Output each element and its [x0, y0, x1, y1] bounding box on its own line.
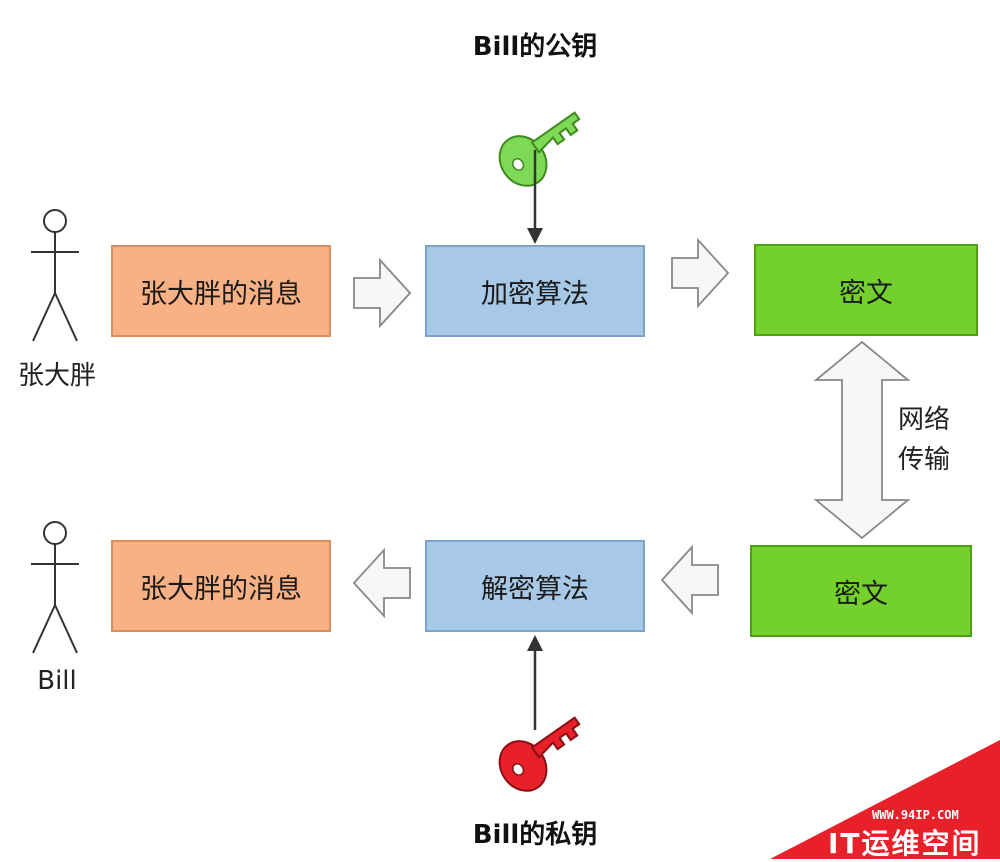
watermark-name: IT运维空间	[828, 827, 982, 860]
left-hollow-arrow-icon	[352, 547, 411, 619]
stick-figure-icon	[31, 521, 79, 654]
sender-message-box: 张大胖的消息	[111, 245, 331, 337]
ciphertext-top-label: 密文	[839, 277, 893, 309]
network-transfer-line1: 网络	[897, 405, 950, 435]
stick-figure-icon	[31, 209, 79, 342]
ciphertext-box-top: 密文	[754, 244, 978, 336]
private-key-arrow	[527, 635, 543, 730]
network-transfer-label: 网络 传输	[884, 400, 964, 480]
sender-name: 张大胖	[17, 361, 96, 391]
red-key-icon	[498, 716, 581, 792]
sender-message-label: 张大胖的消息	[140, 278, 302, 310]
receiver-message-label: 张大胖的消息	[140, 573, 302, 605]
receiver-name: Bill	[37, 666, 77, 696]
encrypt-label: 加密算法	[481, 278, 589, 310]
watermark-url: WWW.94IP.COM	[872, 808, 959, 822]
right-hollow-arrow-icon	[353, 257, 412, 329]
public-key-label: Bill的公钥	[472, 32, 598, 62]
decrypt-algorithm-box: 解密算法	[425, 540, 645, 632]
ciphertext-bottom-label: 密文	[834, 578, 888, 610]
ciphertext-box-bottom: 密文	[750, 545, 972, 637]
encrypt-algorithm-box: 加密算法	[425, 245, 645, 337]
network-transfer-line2: 传输	[897, 445, 950, 475]
public-key-arrow	[527, 150, 543, 244]
right-hollow-arrow-icon	[671, 237, 730, 309]
double-vertical-arrow-icon	[813, 340, 911, 540]
private-key-label: Bill的私钥	[472, 820, 598, 850]
receiver-message-box: 张大胖的消息	[111, 540, 331, 632]
decrypt-label: 解密算法	[481, 573, 589, 605]
green-key-icon	[498, 111, 581, 187]
watermark-triangle	[770, 740, 1000, 859]
left-hollow-arrow-icon	[660, 544, 719, 616]
